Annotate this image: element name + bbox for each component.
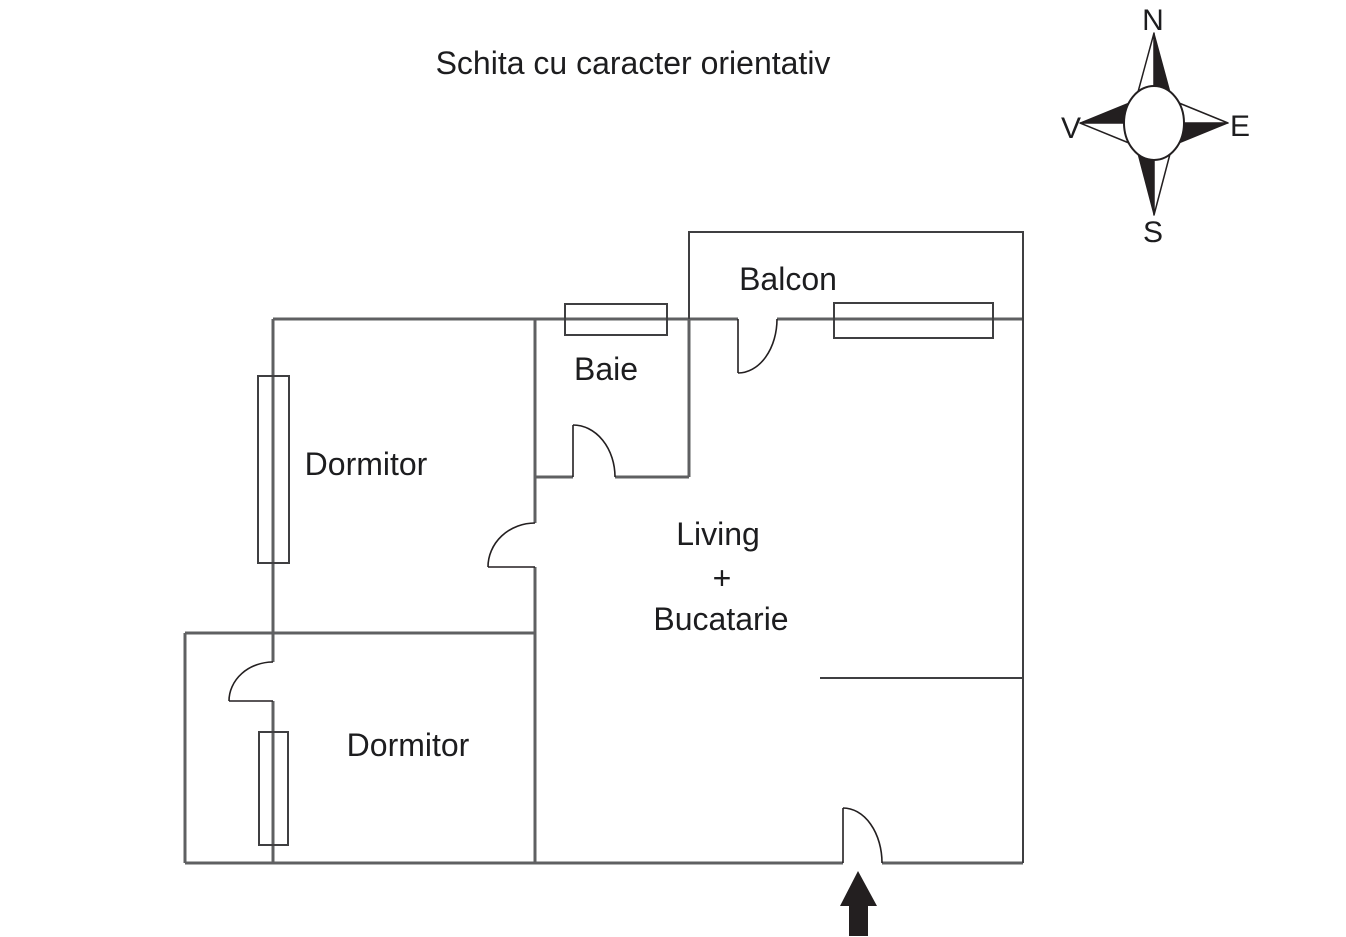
doors bbox=[228, 318, 883, 864]
compass-hub bbox=[1123, 85, 1185, 161]
page-title: Schita cu caracter orientativ bbox=[436, 45, 831, 81]
label-living-line3: Bucatarie bbox=[653, 601, 788, 637]
window-bedroom-upper-icon bbox=[257, 375, 290, 564]
walls bbox=[183, 317, 1023, 865]
label-bedroom-upper: Dormitor bbox=[305, 446, 428, 482]
window-bathroom-icon bbox=[564, 303, 668, 336]
entrance-arrow-icon bbox=[840, 871, 877, 936]
window-living-icon bbox=[833, 302, 994, 339]
balcony-outline bbox=[688, 231, 1024, 319]
label-living-line2: + bbox=[713, 560, 732, 596]
compass-label-south: S bbox=[1143, 216, 1163, 249]
compass-rose-icon: N E S V bbox=[1061, 4, 1250, 249]
window-bedroom-lower-icon bbox=[258, 731, 289, 846]
door-entrance-arc-icon bbox=[842, 807, 883, 864]
compass-label-north: N bbox=[1142, 4, 1164, 37]
door-bedroom-lower-arc-icon bbox=[228, 661, 274, 702]
compass-label-west: V bbox=[1061, 112, 1081, 145]
door-balcony-arc-icon bbox=[737, 318, 778, 374]
door-bathroom-arc-icon bbox=[572, 424, 616, 478]
label-balcony: Balcon bbox=[739, 261, 837, 297]
label-living-line1: Living bbox=[676, 516, 760, 552]
windows bbox=[257, 302, 994, 846]
compass-label-east: E bbox=[1230, 110, 1250, 143]
door-bedroom-upper-arc-icon bbox=[487, 522, 536, 568]
thin-walls bbox=[688, 231, 1024, 863]
label-bathroom: Baie bbox=[574, 351, 638, 387]
label-bedroom-lower: Dormitor bbox=[347, 727, 470, 763]
